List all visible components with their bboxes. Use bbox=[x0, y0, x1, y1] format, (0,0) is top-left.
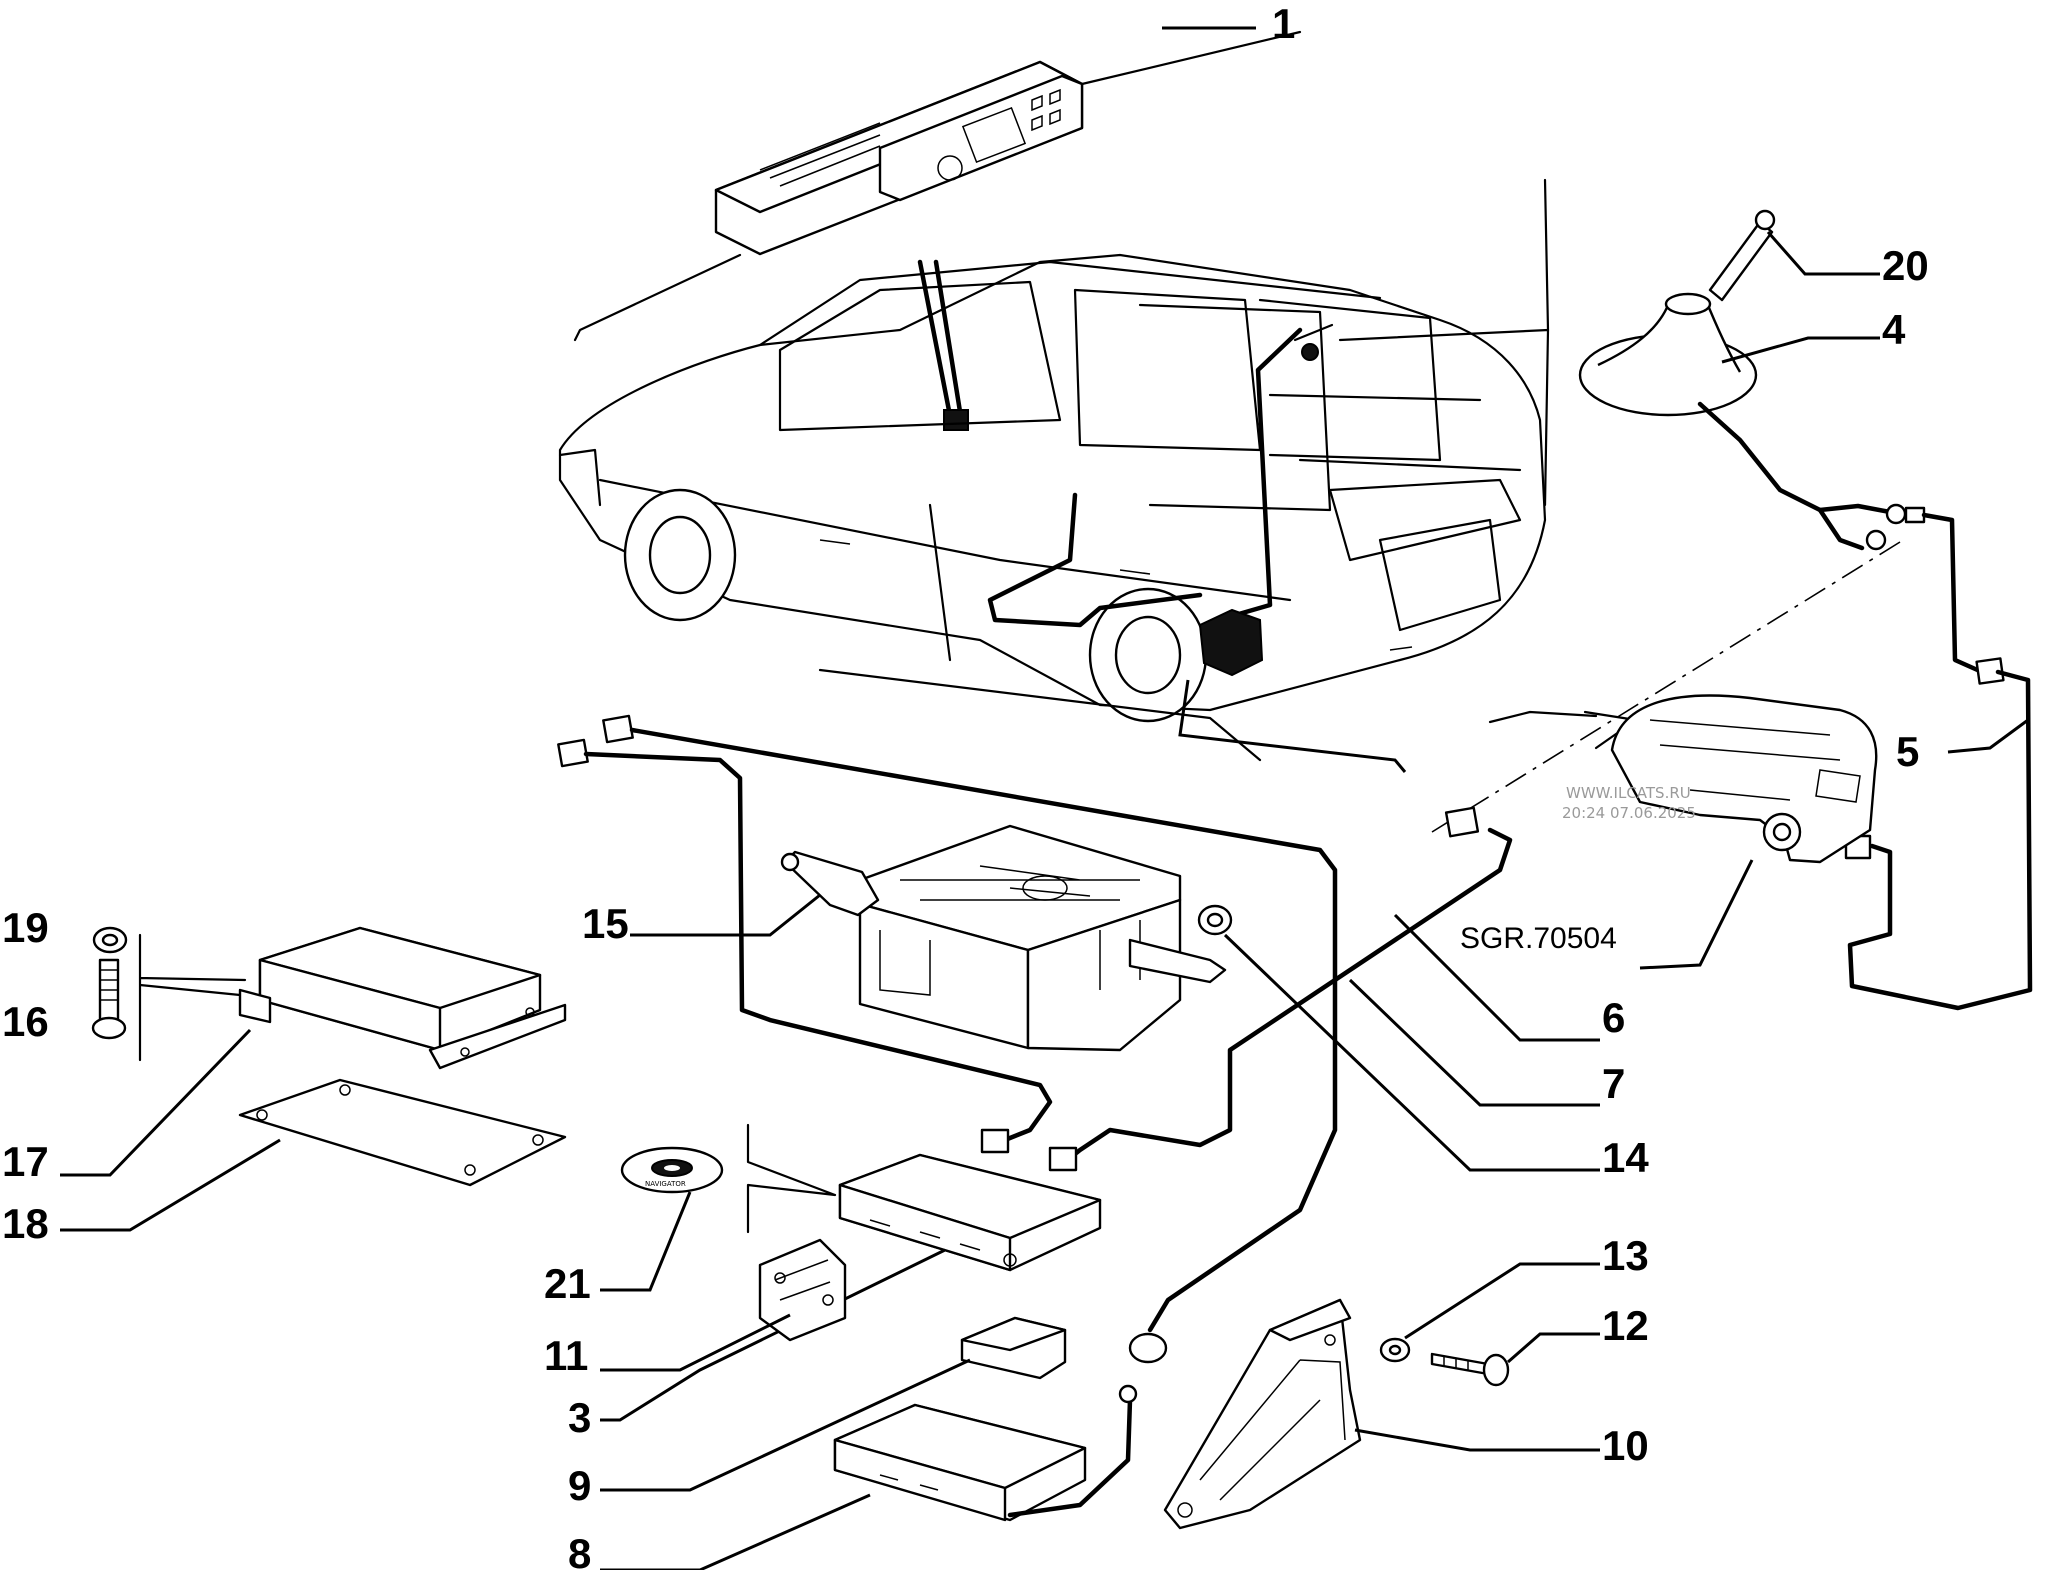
part-18-mounting-plate bbox=[60, 1078, 567, 1232]
car-body-outline bbox=[558, 178, 1550, 762]
callout-13: 13 bbox=[1602, 1232, 1649, 1279]
callout-9: 9 bbox=[568, 1462, 591, 1509]
part-1-navigation-head-unit bbox=[573, 30, 1302, 431]
part-13-washer bbox=[1379, 1262, 1600, 1363]
callout-21: 21 bbox=[544, 1260, 591, 1307]
parts-6-7-wiring-harnesses bbox=[557, 714, 1600, 1364]
callout-14: 14 bbox=[1602, 1134, 1649, 1181]
part-19-nut bbox=[92, 926, 128, 954]
callout-17: 17 bbox=[2, 1138, 49, 1185]
callout-19: 19 bbox=[2, 904, 49, 951]
part-20-antenna-mast bbox=[1708, 209, 1776, 302]
part-15-mounting-bracket bbox=[630, 824, 1227, 1052]
callout-10: 10 bbox=[1602, 1422, 1649, 1469]
callout-5: 5 bbox=[1896, 728, 1919, 775]
part-5-antenna-cable bbox=[1844, 512, 2033, 1011]
part-11-small-bracket bbox=[600, 1238, 847, 1372]
callout-3: 3 bbox=[568, 1394, 591, 1441]
part-3-navigation-computer bbox=[600, 1123, 1102, 1422]
callout-15: 15 bbox=[582, 900, 629, 947]
leader-20 bbox=[1766, 231, 1880, 276]
part-16-bolt bbox=[91, 958, 127, 1040]
part-17-box-housing bbox=[60, 926, 567, 1177]
callout-8: 8 bbox=[568, 1530, 591, 1570]
part-4-antenna-base bbox=[1578, 292, 1926, 551]
armrest-console-unit bbox=[1610, 694, 1878, 970]
callout-labels: 1 20 4 5 6 7 14 15 19 16 17 18 21 11 3 9… bbox=[2, 0, 1929, 1570]
diagram-reference-code: SGR.70504 bbox=[1460, 922, 1617, 955]
part-21-navigation-disc: NAVIGATOR bbox=[600, 1146, 724, 1292]
part-14-grommet bbox=[1197, 904, 1600, 1172]
watermark-site: WWW.ILCATS.RU bbox=[1566, 784, 1691, 802]
part-8-gps-receiver bbox=[600, 1384, 1138, 1570]
fastener-bracket-lines bbox=[138, 933, 247, 1062]
watermark-timestamp: 20:24 07.06.2025 bbox=[1562, 804, 1696, 822]
module-block-icon bbox=[1198, 608, 1264, 677]
callout-6: 6 bbox=[1602, 994, 1625, 1041]
leader-5 bbox=[1947, 718, 2029, 754]
leader-4 bbox=[1721, 336, 1880, 364]
callout-12: 12 bbox=[1602, 1302, 1649, 1349]
part-9-small-module bbox=[600, 1316, 1067, 1492]
callout-4: 4 bbox=[1882, 306, 1906, 353]
callout-11: 11 bbox=[544, 1332, 588, 1379]
part-10-support-bracket bbox=[1163, 1298, 1600, 1530]
callout-18: 18 bbox=[2, 1200, 49, 1247]
callout-20: 20 bbox=[1882, 242, 1929, 289]
car-wiring-harness bbox=[987, 323, 1407, 773]
callout-7: 7 bbox=[1602, 1060, 1625, 1107]
part-12-screw bbox=[1430, 1332, 1600, 1387]
disc-label-text: NAVIGATOR bbox=[645, 1180, 686, 1188]
callout-1: 1 bbox=[1272, 0, 1295, 47]
callout-16: 16 bbox=[2, 998, 49, 1045]
